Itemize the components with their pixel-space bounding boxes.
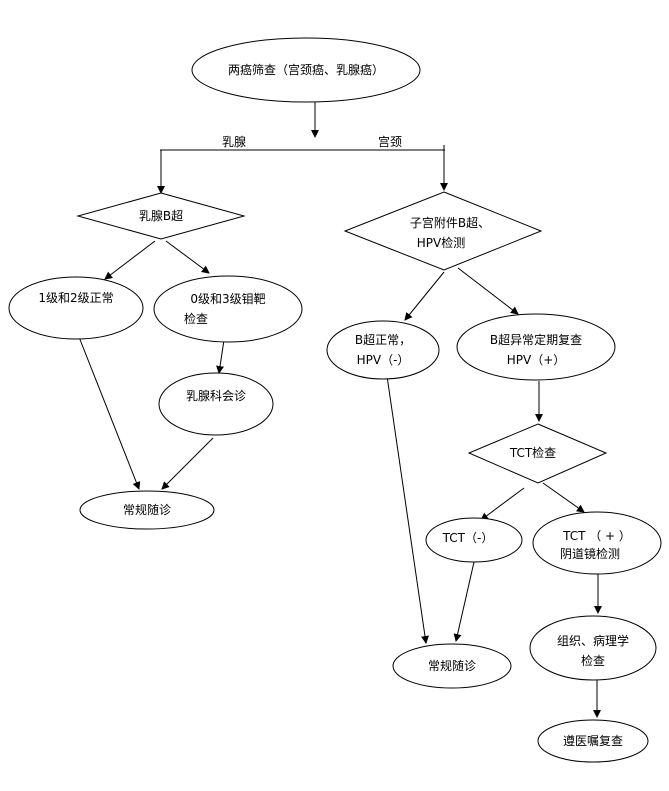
node-cervix-ultrasound: 子宫附件B超、 HPV检测 — [343, 191, 543, 271]
node-breast-ultrasound: 乳腺B超 — [76, 192, 246, 240]
node-b-normal-label-1: B超正常， — [355, 332, 411, 347]
node-tct-negative-label: TCT（-） — [442, 531, 494, 545]
node-breast-consult: 乳腺科会诊 — [158, 372, 274, 436]
edge-grade03-to-consult — [216, 339, 225, 374]
node-cervix-ultrasound-label-2: HPV检测 — [417, 235, 465, 250]
node-tct-negative: TCT（-） — [425, 517, 523, 563]
branch-label-breast: 乳腺 — [222, 135, 246, 149]
node-root-label: 两癌筛查（宫颈癌、乳腺癌） — [228, 62, 384, 77]
edge-cervix-to-babnormal — [457, 267, 519, 315]
edge-tct-to-neg — [480, 487, 525, 521]
edge-breast-to-grade03 — [165, 240, 210, 274]
node-routine-left-label: 常规随诊 — [123, 502, 171, 517]
edge-tct-to-pos — [542, 482, 585, 513]
node-grade-0-3-label-2: 检查 — [184, 311, 208, 326]
branch-label-cervix: 宫颈 — [378, 134, 402, 149]
edge-cervix-to-bnormal — [404, 271, 445, 321]
node-b-abnormal: B超异常定期复查 HPV（+） — [456, 313, 616, 381]
node-root: 两癌筛查（宫颈癌、乳腺癌） — [191, 37, 421, 103]
node-breast-consult-label: 乳腺科会诊 — [186, 389, 246, 403]
node-pathology-label-2: 检查 — [581, 653, 605, 668]
node-routine-right-label: 常规随诊 — [428, 658, 476, 673]
node-routine-left: 常规随诊 — [79, 490, 215, 530]
edge-consult-to-routine — [161, 437, 214, 490]
node-tct-check: TCT检查 — [467, 423, 608, 484]
node-b-abnormal-label-2: HPV（+） — [507, 353, 566, 367]
node-pathology: 组织、病理学 检查 — [529, 615, 657, 681]
node-tct-positive-label-1: TCT （ + ） — [562, 529, 631, 543]
edges — [78, 98, 602, 718]
node-follow-doctor-label: 遵医嘱复查 — [563, 733, 623, 748]
node-grade-1-2: 1级和2级正常 — [8, 276, 144, 340]
node-grade-0-3-label-1: 0级和3级钼靶 — [190, 292, 265, 306]
node-routine-right: 常规随诊 — [392, 643, 512, 689]
node-follow-doctor: 遵医嘱复查 — [537, 719, 649, 763]
node-tct-positive: TCT （ + ） 阴道镜检测 — [532, 511, 662, 575]
node-tct-check-label: TCT检查 — [509, 445, 556, 460]
node-grade-0-3: 0级和3级钼靶 检查 — [153, 275, 303, 343]
node-pathology-label-1: 组织、病理学 — [557, 633, 629, 648]
node-b-normal-label-2: HPV（-） — [357, 353, 410, 367]
node-grade-1-2-label: 1级和2级正常 — [38, 291, 113, 305]
edge-tctneg-to-routine — [453, 561, 475, 642]
edge-bnormal-to-routine — [386, 375, 429, 644]
node-b-abnormal-label-1: B超异常定期复查 — [490, 332, 582, 347]
node-breast-ultrasound-label: 乳腺B超 — [139, 208, 183, 223]
edge-grade12-to-routine — [78, 336, 141, 490]
node-b-normal: B超正常， HPV（-） — [326, 320, 440, 380]
node-tct-positive-label-2: 阴道镜检测 — [560, 546, 620, 561]
node-cervix-ultrasound-label-1: 子宫附件B超、 — [410, 215, 490, 230]
edge-breast-to-grade12 — [104, 240, 156, 280]
